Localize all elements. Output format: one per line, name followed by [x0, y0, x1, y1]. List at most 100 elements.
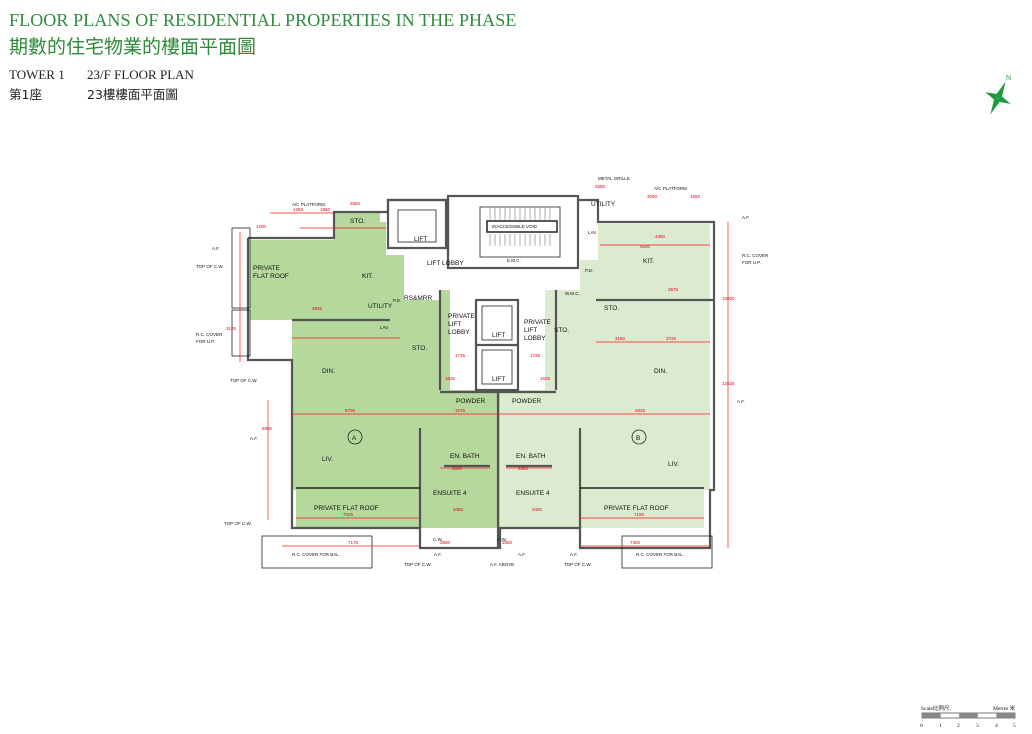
- annotation: C.W.: [433, 537, 443, 542]
- dimension-label: 2550: [452, 466, 463, 471]
- room-label-private-lift-lobby-a: PRIVATE: [448, 313, 476, 320]
- room-label-ensuite-a: ENSUITE 4: [433, 490, 467, 497]
- room-label-lift-2: LIFT: [492, 376, 505, 383]
- room-label-sto-b: STO.: [604, 305, 619, 312]
- scale-label: Scale比例尺:: [921, 704, 951, 712]
- unit-a-label: A: [352, 435, 357, 442]
- room-label-lift-1: LIFT: [492, 332, 505, 339]
- dimension-label: 7300: [630, 540, 641, 545]
- room-label-private-lift-lobby-b: LIFT: [524, 327, 537, 334]
- room-label-living-b: LIV.: [668, 461, 679, 468]
- room-label-private-lift-lobby-b: LOBBY: [524, 335, 546, 342]
- dimension-label: 3825: [312, 306, 323, 311]
- room-label-powder-b: POWDER: [512, 398, 542, 405]
- dimension-label: 3725: [666, 336, 677, 341]
- dimension-label: 1625: [540, 376, 551, 381]
- room-label-sto-b-mid: STO.: [554, 327, 569, 334]
- room-label-living-a: LIV.: [322, 456, 333, 463]
- room-label-private-lift-lobby-a: LOBBY: [448, 329, 470, 336]
- annotation: A.F. ABOVE: [490, 562, 514, 567]
- annotation: TOP OF C.W.: [564, 562, 592, 567]
- room-label-ensuite-bath-b: EN. BATH: [516, 453, 546, 460]
- dimension-label: 6500: [640, 244, 651, 249]
- floor-plan-label: 23/F FLOOR PLAN: [87, 67, 194, 82]
- room-label-lift: LIFT: [414, 236, 427, 243]
- room-label-sto-a-mid: STO.: [412, 345, 427, 352]
- annotation: TOP OF C.W.: [404, 562, 432, 567]
- dimension-label: 1625: [445, 376, 456, 381]
- north-label: N: [1006, 75, 1011, 82]
- dimension-label: 2650: [350, 201, 361, 206]
- room-label-inaccessible-void: INACCESSIBLE VOID: [492, 224, 538, 229]
- room-label-pd: P.D.: [585, 268, 593, 273]
- room-label-kitchen-b: KIT.: [643, 258, 654, 265]
- annotation: FOR U.P.: [196, 339, 215, 344]
- room-label-kitchen-a: KIT.: [362, 273, 373, 280]
- room-label-private-lift-lobby-a: LIFT: [448, 321, 461, 328]
- annotation: TOP OF C.W.: [230, 378, 258, 383]
- dimension-label: 1200: [256, 224, 267, 229]
- room-label-lift-lobby: LIFT LOBBY: [427, 260, 464, 267]
- room-label-powder-a: POWDER: [456, 398, 486, 405]
- room-label-lav: LAV.: [380, 325, 389, 330]
- dimension-lines: [239, 212, 729, 548]
- annotation: TOP OF C.W.: [224, 521, 252, 526]
- dimension-labels: 2650 1250 1850 2550 3000 1550 1200 3825 …: [226, 184, 735, 545]
- annotation: A.F.: [518, 552, 526, 557]
- dimension-label: 4350: [655, 234, 666, 239]
- dimension-label: 3850: [502, 540, 513, 545]
- dimension-label: 2550: [595, 184, 606, 189]
- annotation: R.C. COVER: [196, 332, 223, 337]
- dimension-label: 3000: [647, 194, 658, 199]
- room-label-private-flat-roof-side: PRIVATE: [253, 265, 281, 272]
- dimension-label: 2550: [518, 466, 529, 471]
- dimension-label: 4825: [635, 408, 646, 413]
- room-label-wmc: W.M.C.: [565, 291, 580, 296]
- room-label-utility: UTILITY: [591, 201, 616, 208]
- room-label-private-flat-roof-a: PRIVATE FLAT ROOF: [314, 505, 379, 512]
- scale-tick: 2: [957, 723, 960, 729]
- annotation: A.F.: [212, 246, 220, 251]
- room-label-private-lift-lobby-b: PRIVATE: [524, 319, 552, 326]
- room-label-dining-a: DIN.: [322, 368, 335, 375]
- dimension-label: 3150: [615, 336, 626, 341]
- annotation: A.F.: [742, 215, 750, 220]
- room-label-lav: LAV.: [588, 230, 597, 235]
- room-label-ensuite-b: ENSUITE 4: [516, 490, 550, 497]
- unit-b-marker: [631, 429, 647, 445]
- annotation: TOP OF C.W.: [196, 264, 224, 269]
- room-labels: STO. LIFT INACCESSIBLE VOID UTILITY LAV.…: [253, 201, 679, 512]
- dimension-label: 3125: [226, 326, 237, 331]
- room-label-pd: P.D.: [393, 298, 401, 303]
- dimension-label: 3850: [440, 540, 451, 545]
- annotation: METAL GRILLE: [598, 176, 630, 181]
- dimension-label: 7175: [348, 540, 359, 545]
- dimension-label: 6700: [345, 408, 356, 413]
- annotation: A.F.: [570, 552, 578, 557]
- dimension-label: 10000: [722, 296, 735, 301]
- annotation: A.F.: [737, 399, 745, 404]
- room-label-private-flat-roof-side: FLAT ROOF: [253, 273, 289, 280]
- dimension-label: 1550: [690, 194, 701, 199]
- dimension-label: 1725: [455, 353, 466, 358]
- annotation: C.W.: [497, 537, 507, 542]
- annotations: A/C PLATFORM METAL GRILLE A/C PLATFORM A…: [196, 176, 769, 567]
- dimension-label: 7025: [343, 512, 354, 517]
- unit-b-area: [500, 224, 710, 528]
- dimension-label: 3450: [532, 507, 543, 512]
- tower-label: TOWER 1: [9, 67, 65, 82]
- dimension-label: 1850: [320, 207, 331, 212]
- page-title: FLOOR PLANS OF RESIDENTIAL PROPERTIES IN…: [9, 10, 517, 30]
- annotation: A.F.: [434, 552, 442, 557]
- dimension-label: 3450: [453, 507, 464, 512]
- room-label-ensuite-bath-a: EN. BATH: [450, 453, 480, 460]
- annotation: A/C PLATFORM: [292, 202, 325, 207]
- annotation: R.C. COVER: [742, 253, 769, 258]
- scale-tick: 1: [939, 723, 942, 729]
- annotation: FOR U.P.: [742, 260, 761, 265]
- annotation: A/C PLATFORM: [654, 186, 687, 191]
- unit-a-area: [250, 212, 500, 528]
- room-label-dining-b: DIN.: [654, 368, 667, 375]
- unit-a-marker: [347, 429, 363, 445]
- room-label-emc: E.M.C.: [507, 258, 521, 263]
